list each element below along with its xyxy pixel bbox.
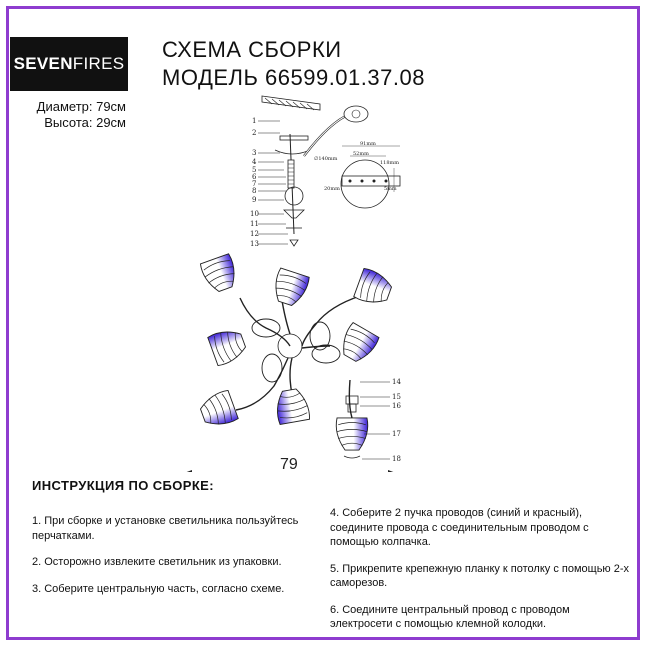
title-line-1: СХЕМА СБОРКИ (162, 37, 342, 62)
part-label-3: 3 (252, 149, 256, 157)
dim-52: 52mm (353, 151, 369, 157)
lamp-shade (273, 386, 311, 426)
part-label-12: 12 (250, 230, 259, 238)
part-numbers-left: 1 2 3 4 5 6 7 8 9 10 11 12 13 (250, 117, 288, 248)
lamp-shades (197, 253, 395, 451)
spec-height: Высота: 29см (44, 115, 126, 130)
instructions-heading: ИНСТРУКЦИЯ ПО СБОРКЕ: (32, 478, 214, 493)
instruction-step-1: 1. При сборке и установке светильника по… (32, 515, 299, 542)
dim-20: 20mm (324, 186, 340, 192)
lamp-shade (207, 325, 249, 367)
part-label-1: 1 (252, 117, 256, 125)
specs: Диаметр: 79см Высота: 29см (10, 99, 126, 131)
dimension-line: 79 (186, 456, 394, 472)
part-label-11: 11 (250, 220, 259, 228)
bracket-detail: 91mm 52mm 118mm ∅140mm 20mm 5mm (314, 141, 401, 209)
instruction-step-4: 4. Соберите 2 пучка проводов (синий и кр… (330, 507, 589, 548)
part-label-4: 4 (252, 158, 257, 166)
part-label-5: 5 (252, 166, 256, 174)
lamp-shade (199, 253, 241, 295)
part-label-14: 14 (392, 378, 401, 386)
instruction-step-5: 5. Прикрепите крепежную планку к потолку… (330, 562, 630, 590)
part-label-9: 9 (252, 196, 256, 204)
lamp-shade (269, 267, 311, 309)
part-label-6: 6 (252, 173, 257, 181)
lamp-shade (197, 389, 239, 431)
lamp-shade (335, 321, 381, 367)
lamp-shade (335, 417, 369, 451)
part-label-8: 8 (252, 187, 256, 195)
lamp-shade (353, 267, 395, 309)
dim-91: 91mm (360, 141, 376, 147)
part-label-13: 13 (250, 240, 259, 248)
dim-118: 118mm (380, 160, 399, 166)
dim-5: 5mm (384, 186, 397, 192)
part-label-18: 18 (392, 455, 401, 463)
part-label-17: 17 (392, 430, 401, 438)
dimension-value: 79 (280, 456, 298, 472)
page-title: СХЕМА СБОРКИ МОДЕЛЬ 66599.01.37.08 (162, 36, 425, 92)
brand-logo-light: FIRES (72, 54, 125, 73)
brand-logo-bold: SEVEN (13, 54, 73, 73)
mounting-parts (261, 95, 369, 247)
part-label-2: 2 (252, 129, 256, 137)
instructions-right: 4. Соберите 2 пучка проводов (синий и кр… (330, 506, 630, 644)
instruction-step-6: 6. Соедините центральный провод с провод… (330, 603, 570, 631)
dim-140: ∅140mm (314, 156, 338, 162)
title-line-2: МОДЕЛЬ 66599.01.37.08 (162, 65, 425, 90)
assembly-diagram: 1 2 3 4 5 6 7 8 9 10 11 12 13 91mm 52mm … (186, 95, 401, 472)
instructions-left: 1. При сборке и установке светильника по… (32, 514, 322, 608)
part-numbers-right: 14 15 16 17 18 (343, 378, 401, 463)
instruction-step-2: 2. Осторожно извлеките светильник из упа… (32, 556, 282, 568)
instruction-step-3: 3. Соберите центральную часть, согласно … (32, 582, 285, 595)
chandelier-body (235, 287, 361, 419)
part-label-16: 16 (392, 402, 401, 410)
part-label-15: 15 (392, 393, 401, 401)
page-border (6, 6, 640, 640)
part-label-7: 7 (252, 180, 256, 188)
spec-diameter: Диаметр: 79см (36, 99, 126, 114)
part-label-10: 10 (250, 210, 259, 218)
